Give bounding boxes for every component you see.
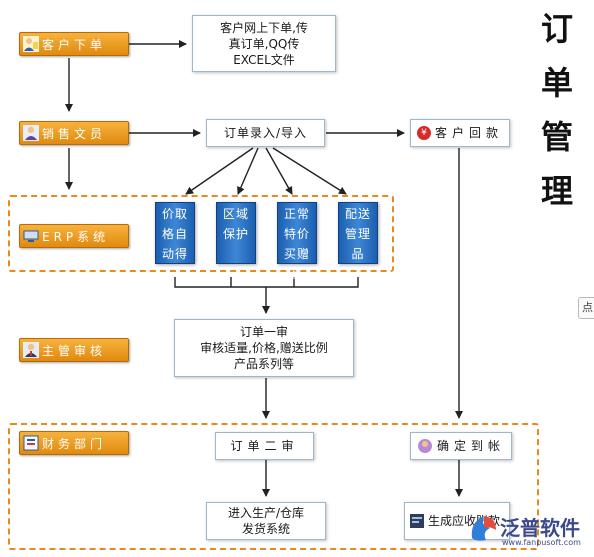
second-review-label: 订单二审 [230, 439, 299, 453]
customer-person-icon [23, 36, 39, 52]
feature-auto-price: 价取格自动得 [155, 202, 195, 264]
edge-side-button-label: 点 [582, 301, 593, 314]
arrow-entry-to-feature-4 [272, 147, 347, 195]
arrow-entry-to-feature-1 [185, 147, 254, 195]
confirm-receipt-box: 确定到帐 [410, 432, 512, 460]
feature-delivery-management: 配送管理品 [338, 202, 378, 264]
role-erp-system-label: ERP系统 [42, 229, 110, 244]
finance-group [8, 423, 539, 550]
first-review-line-1: 订单一审 [239, 325, 288, 339]
online-order-line-2: 真订单,QQ传 [228, 36, 300, 51]
customer-payment-box: ¥ 客户回款 [410, 119, 510, 147]
feature-region-protect: 区域保护 [216, 202, 256, 264]
arrow-entry-to-feature-2 [237, 147, 259, 195]
role-finance-dept: 财务部门 [19, 431, 129, 455]
sales-person-icon [23, 125, 39, 141]
role-erp-system: ERP系统 [19, 224, 129, 248]
online-order-line-3: EXCEL文件 [233, 52, 295, 67]
feature-auto-price-row-2: 格自 [161, 227, 188, 241]
title-char-3: 管 [540, 118, 573, 156]
feature-special-price-gift-row-2: 特价 [283, 227, 310, 241]
role-supervisor-review-label: 主管审核 [42, 343, 107, 358]
feature-delivery-management-row-2: 管理 [344, 227, 371, 241]
receivable-doc-icon [409, 513, 425, 529]
confirm-person-icon [417, 438, 433, 454]
fanpu-logo: 泛普软件 www.fanpusoft.com [468, 510, 592, 552]
payment-yuan-icon: ¥ [417, 126, 431, 140]
feature-special-price-gift-row-4: 品 [290, 267, 304, 281]
order-entry-box: 订单录入/导入 [206, 119, 325, 147]
first-review-line-3: 产品系列等 [233, 357, 294, 371]
computer-icon [23, 228, 39, 244]
feature-region-protect-row-2: 保护 [222, 227, 249, 241]
edge-side-button[interactable]: 点 [578, 297, 594, 319]
second-review-box: 订单二审 [215, 432, 314, 460]
role-sales-clerk-label: 销售文员 [42, 126, 107, 141]
title-char-2: 单 [540, 64, 573, 102]
role-supervisor-review: 主管审核 [19, 338, 129, 362]
title-char-1: 订 [540, 10, 573, 48]
fanpu-logo-url: www.fanpusoft.com [502, 538, 581, 547]
role-sales-clerk: 销售文员 [19, 121, 129, 145]
finance-book-icon [23, 435, 39, 451]
production-box: 进入生产/仓库 发货系统 [206, 502, 326, 540]
production-line-2: 发货系统 [241, 522, 290, 536]
online-order-box: 客户网上下单,传 真订单,QQ传 EXCEL文件 [192, 15, 336, 72]
erp-system-group [8, 195, 394, 272]
feature-special-price-gift: 正常特价买赠品 [277, 202, 317, 281]
feature-region-protect-row-1: 区域 [222, 207, 249, 221]
feature-delivery-management-row-3: 品 [351, 247, 365, 261]
fanpu-logo-name: 泛普软件 [500, 516, 580, 540]
diagram-title: 订 单 管 理 [537, 2, 577, 218]
feature-auto-price-row-3: 动得 [161, 247, 188, 261]
feature-auto-price-row-1: 价取 [161, 207, 188, 221]
feature-special-price-gift-row-1: 正常 [283, 207, 310, 221]
feature-special-price-gift-row-3: 买赠 [283, 247, 310, 261]
first-review-box: 订单一审 审核适量,价格,赠送比例 产品系列等 [174, 319, 354, 377]
online-order-line-1: 客户网上下单,传 [220, 20, 308, 35]
fanpu-logo-mark-icon [471, 516, 496, 541]
role-finance-dept-label: 财务部门 [42, 436, 107, 451]
first-review-line-2: 审核适量,价格,赠送比例 [200, 341, 328, 355]
bracket-features [174, 277, 359, 288]
order-entry-label: 订单录入/导入 [223, 126, 308, 140]
production-line-1: 进入生产/仓库 [227, 506, 305, 520]
title-char-4: 理 [540, 172, 573, 210]
receivable-box: 生成应收账款 [404, 502, 510, 540]
confirm-receipt-label: 确定到帐 [437, 439, 506, 453]
role-customer-order: 客户下单 [19, 32, 129, 56]
arrow-entry-to-feature-3 [265, 147, 293, 195]
customer-payment-label: 客户回款 [435, 126, 504, 140]
role-customer-order-label: 客户下单 [42, 37, 107, 52]
supervisor-icon [23, 342, 39, 358]
feature-delivery-management-row-1: 配送 [344, 207, 371, 221]
